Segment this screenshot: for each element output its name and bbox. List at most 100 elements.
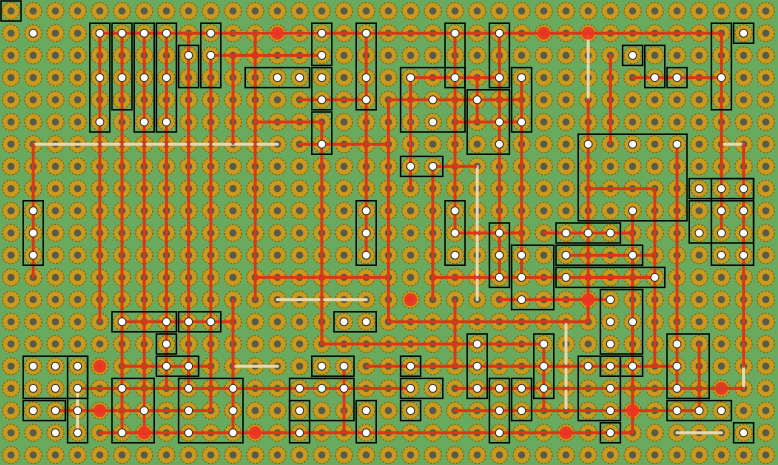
pad-hole [96,451,104,459]
component-pin [161,73,171,83]
pad-hole [518,51,526,60]
component-pin [739,228,749,238]
component-pin [672,73,682,83]
component-outline [288,399,311,444]
pad-hole [540,451,548,459]
component-pin [517,250,527,260]
pad-hole [606,207,615,215]
pad-hole [273,318,281,326]
pad-hole [695,51,703,60]
component-pin [716,228,726,238]
component-pin [628,206,638,216]
component-pin [494,73,504,83]
component-outline [311,355,355,377]
pad-hole [629,7,637,15]
pad-hole [51,229,60,237]
pad-hole [162,451,170,459]
pad-hole [651,7,659,15]
component-outline [311,66,333,111]
component-outline [111,311,178,333]
pad-hole [340,185,348,193]
pad-hole [74,229,82,237]
component-pin [605,317,615,327]
pad-hole [540,185,548,193]
component-outlines [0,0,755,444]
component-outline [333,311,377,333]
component-outline [555,244,644,266]
pad-hole [695,140,703,148]
pad-hole [695,318,703,326]
component-pin [694,228,704,238]
junction-dot [270,26,284,40]
component-pin [206,28,216,38]
component-pin [650,272,660,282]
component-pin [95,117,105,127]
pad-hole [584,7,592,15]
pad-hole [606,162,615,170]
component-pin [184,361,194,371]
component-outline [177,44,200,89]
pad-hole [651,118,659,126]
pad-hole [7,296,15,304]
pad-hole [74,318,82,326]
pad-hole [384,407,392,415]
pad-hole [229,451,237,459]
pad-hole [740,451,748,459]
pad-hole [51,162,60,170]
pad-hole [7,251,15,259]
component-outline [155,22,178,133]
pad-hole [717,273,726,281]
pad-hole [717,340,726,348]
component-outline [577,133,688,222]
component-outline [666,66,688,89]
pad-hole [429,7,437,15]
pad-hole [51,251,60,259]
component-pin [517,117,527,127]
pad-hole [296,229,304,237]
pad-hole [318,407,326,415]
pad-hole [29,318,37,326]
pad-hole [340,118,348,126]
pad-hole [562,74,570,82]
pad-hole [629,118,637,126]
component-pin [361,228,371,238]
component-pin [228,428,238,438]
pad-hole [762,51,770,60]
pad-hole [717,318,726,326]
pad-hole [74,273,82,281]
component-pin [716,184,726,194]
component-pin [317,95,327,105]
pad-hole [717,7,726,15]
pad-hole [540,96,548,104]
component-outline [288,377,355,422]
component-outline [399,66,466,133]
component-pin [472,339,482,349]
pad-hole [7,96,15,104]
pad-hole [384,74,392,82]
pad-hole [584,451,592,459]
component-pin [561,250,571,260]
component-pin [583,228,593,238]
pad-hole [162,7,170,15]
component-pin [517,295,527,305]
pad-hole [740,7,748,15]
pad-hole [673,96,681,104]
component-outline [644,44,666,89]
pad-hole [362,451,370,459]
pad-hole [407,273,415,281]
junction-dot [93,359,107,373]
component-pin [650,73,660,83]
component-pin [494,428,504,438]
component-outline [488,22,511,89]
component-pin [184,406,194,416]
pad-hole [296,7,304,15]
pad-hole [51,273,60,281]
component-outline [355,22,377,111]
pad-hole [473,140,481,148]
component-pin [184,428,194,438]
pad-hole [140,7,148,15]
junction-dot [93,404,107,418]
pad-hole [717,296,726,304]
component-pin [406,383,416,393]
component-pin [317,73,327,83]
